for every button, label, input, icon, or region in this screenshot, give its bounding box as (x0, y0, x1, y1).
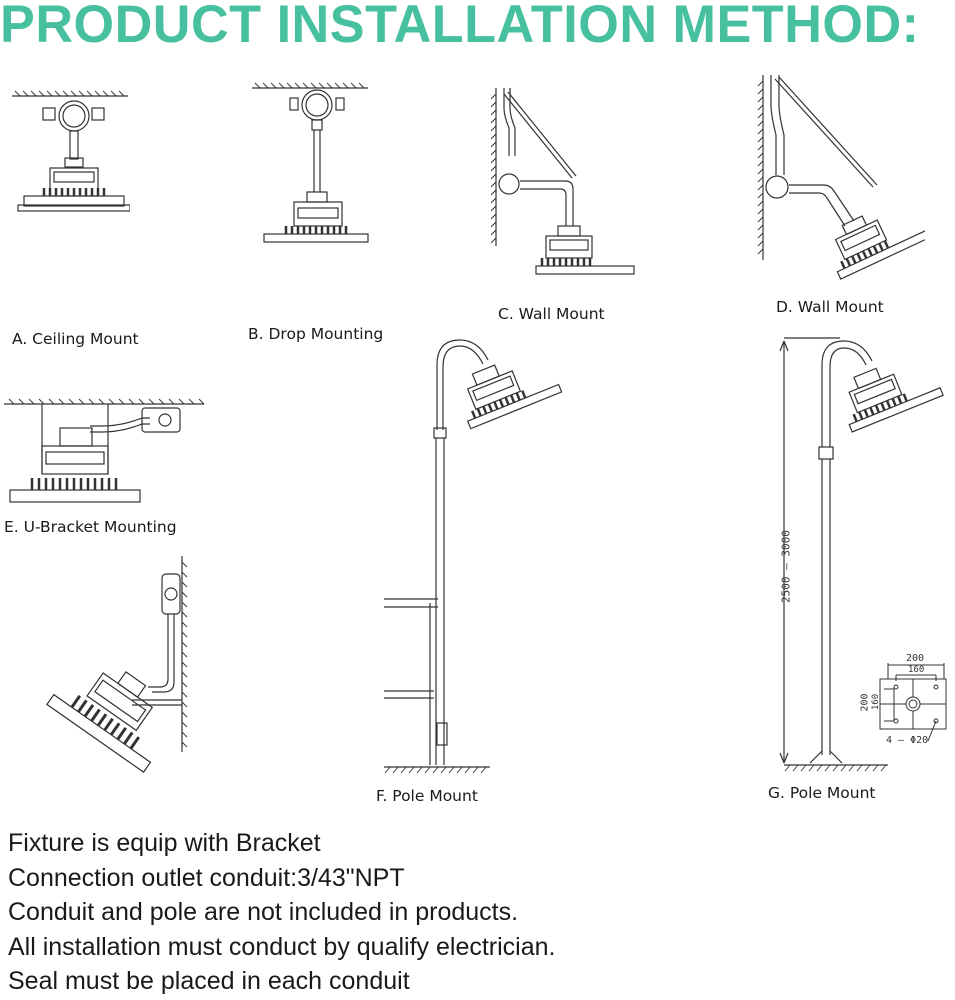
diagram-wall-mount-d (755, 75, 925, 290)
diagram-u-bracket-mounting (2, 392, 207, 507)
diagram-pole-mount-g (770, 335, 955, 775)
base-width-label: 200 (906, 653, 925, 664)
diagram-drop-mounting (250, 80, 370, 250)
u-bracket-mounting-illustration (4, 398, 205, 503)
base-hole-spacing-x-label: 160 (908, 665, 925, 675)
caption-pole-mount-f: F. Pole Mount (376, 787, 478, 805)
note-line: Conduit and pole are not included in pro… (8, 898, 519, 926)
diagram-angled-wall-bracket (40, 552, 200, 782)
caption-ceiling-mount: A. Ceiling Mount (12, 330, 139, 348)
note-line: Fixture is equip with Bracket (8, 829, 321, 857)
base-plate-illustration (879, 663, 947, 742)
base-depth-label: 200 (859, 693, 871, 712)
installation-notes: Fixture is equip with Bracket Connection… (8, 826, 556, 999)
hole-spec-label: 4 – Φ20 (886, 735, 929, 746)
note-line: All installation must conduct by qualify… (8, 932, 556, 961)
note-line: Connection outlet conduit:3/43"NPT (8, 863, 405, 892)
diagram-pole-mount-f (380, 335, 570, 775)
pole-mount-g-illustration (779, 337, 944, 772)
caption-wall-mount-c: C. Wall Mount (498, 305, 605, 323)
caption-drop-mounting: B. Drop Mounting (248, 325, 384, 343)
caption-pole-mount-g: G. Pole Mount (768, 784, 876, 802)
drop-mounting-illustration (252, 82, 369, 243)
base-hole-spacing-y-label: 160 (871, 693, 882, 711)
diagram-wall-mount-c (488, 88, 648, 278)
pole-base-plate-detail: 200 160 200 160 4 – Φ20 (859, 653, 954, 755)
pole-mount-f-illustration (384, 339, 563, 774)
caption-u-bracket-mounting: E. U-Bracket Mounting (4, 518, 177, 536)
page-title: PRODUCT INSTALLATION METHOD: (0, 0, 920, 54)
diagram-ceiling-mount (10, 88, 130, 218)
caption-wall-mount-d: D. Wall Mount (776, 298, 884, 316)
pole-height-dimension: 2500 – 3000 (779, 530, 793, 603)
wall-mount-d-illustration (757, 75, 925, 280)
angled-wall-bracket-illustration (46, 556, 188, 773)
ceiling-mount-illustration (12, 90, 130, 212)
note-line: Seal must be placed in each conduit (8, 967, 410, 995)
wall-mount-c-illustration (490, 88, 635, 275)
